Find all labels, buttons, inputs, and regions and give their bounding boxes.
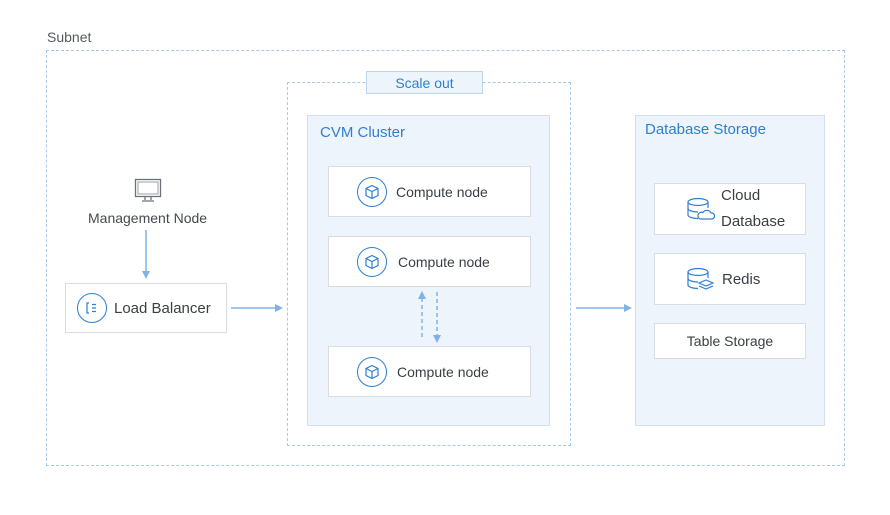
management-node-label: Management Node	[88, 210, 208, 226]
cube-icon	[357, 356, 387, 387]
cloud-database-card[interactable]: Cloud Database	[654, 183, 806, 235]
cvm-cluster-title: CVM Cluster	[320, 124, 406, 141]
subnet-label: Subnet	[47, 29, 92, 45]
redis-icon	[685, 264, 715, 294]
compute-node-label: Compute node	[398, 253, 490, 270]
cloud-database-label: Cloud Database	[721, 183, 785, 235]
compute-node-card[interactable]: Compute node	[328, 236, 531, 287]
database-storage-title: Database Storage	[645, 121, 766, 138]
cube-icon	[357, 176, 387, 207]
redis-card[interactable]: Redis	[654, 253, 806, 305]
table-storage-label: Table Storage	[686, 333, 774, 349]
load-balancer-label: Load Balancer	[114, 299, 211, 317]
subnet-boundary	[46, 50, 845, 466]
load-balancer-icon	[77, 293, 107, 323]
compute-node-card[interactable]: Compute node	[328, 166, 531, 217]
cloud-database-icon	[685, 194, 715, 224]
load-balancer-card[interactable]: Load Balancer	[65, 283, 227, 333]
cloud-database-label-line2: Database	[721, 213, 786, 230]
compute-node-label: Compute node	[396, 183, 488, 200]
compute-node-label: Compute node	[397, 363, 489, 380]
monitor-icon	[134, 178, 162, 209]
table-storage-card[interactable]: Table Storage	[654, 323, 806, 359]
scale-out-label: Scale out	[366, 71, 483, 94]
redis-label: Redis	[722, 270, 761, 288]
compute-node-card[interactable]: Compute node	[328, 346, 531, 397]
cube-icon	[357, 246, 387, 277]
cloud-database-label-line1: Cloud	[721, 187, 761, 204]
